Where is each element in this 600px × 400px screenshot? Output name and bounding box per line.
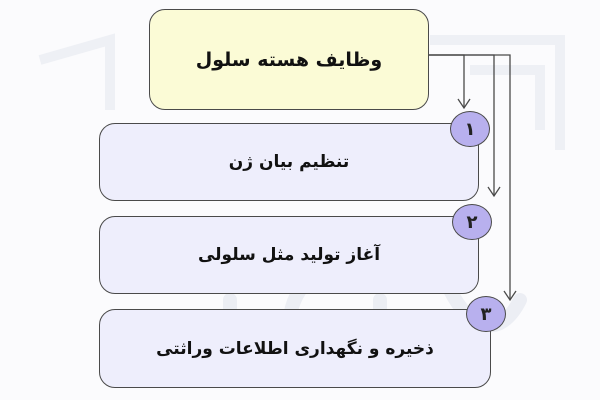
step-label-1: تنظیم بیان ژن: [228, 152, 350, 172]
arrowhead-1: [457, 98, 471, 110]
step-number-2: ۲: [466, 211, 478, 233]
step-label-3: ذخیره و نگهداری اطلاعات وراثتی: [156, 338, 434, 359]
arrowhead-2: [487, 186, 501, 198]
step-node-1: تنظیم بیان ژن: [99, 123, 479, 201]
title-node: وظایف هسته سلول: [149, 9, 429, 110]
step-number-3: ۳: [480, 303, 492, 325]
step-node-3: ذخیره و نگهداری اطلاعات وراثتی: [99, 309, 491, 388]
step-number-badge-2: ۲: [452, 204, 492, 240]
step-node-2: آغاز تولید مثل سلولی: [99, 216, 479, 294]
step-number-1: ۱: [464, 118, 476, 140]
title-label: وظایف هسته سلول: [195, 48, 383, 71]
step-label-2: آغاز تولید مثل سلولی: [197, 245, 381, 265]
arrowhead-3: [503, 290, 517, 302]
connector-to-step-3: [429, 54, 511, 300]
step-number-badge-3: ۳: [466, 296, 506, 332]
step-number-badge-1: ۱: [450, 111, 490, 147]
